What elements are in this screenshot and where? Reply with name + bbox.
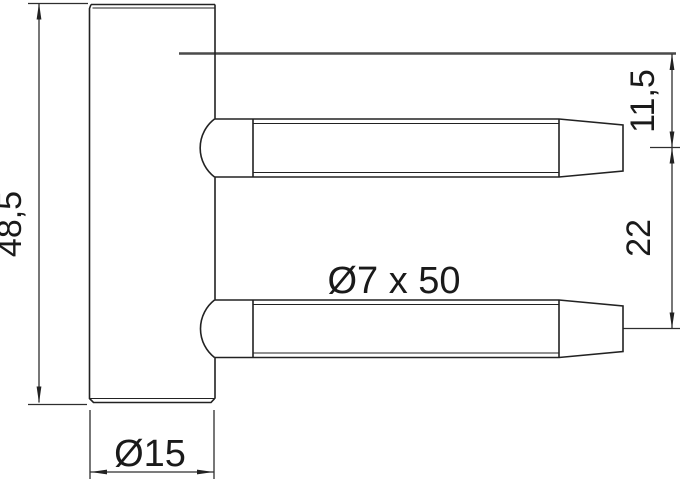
body-left-and-bottom-edge	[88, 4, 216, 404]
arrowhead-up-icon	[36, 3, 42, 20]
part-bottom-pin	[199, 299, 624, 359]
dimension-label-top-pin-offset: 11,5	[624, 69, 662, 133]
dimension-label-pin-spacing: 22	[620, 219, 658, 257]
dimension-top-pin-offset: 11,5	[624, 53, 680, 149]
arrowhead-left-icon	[90, 469, 107, 475]
pin-cap-arc	[199, 299, 215, 359]
arrowhead-up-icon	[669, 147, 675, 164]
dimension-body-diameter: Ø15	[89, 410, 215, 479]
pin-outline	[214, 118, 624, 178]
arrowhead-up-icon	[669, 53, 675, 70]
pin-cap-arc	[199, 118, 215, 178]
pin-inner-lines	[253, 122, 559, 174]
arrowhead-down-icon	[669, 312, 675, 329]
arrowhead-down-icon	[669, 131, 675, 148]
part-body	[88, 3, 216, 404]
arrowhead-down-icon	[36, 386, 42, 403]
dimension-body-height: 48,5	[0, 2, 88, 406]
dimension-label-pin-size: Ø7 x 50	[327, 260, 460, 302]
dimension-label-body-height: 48,5	[0, 191, 29, 257]
dimension-pin-spacing: 22	[620, 147, 680, 330]
arrowhead-right-icon	[197, 469, 214, 475]
pin-outline	[214, 299, 624, 359]
part-top-pin	[199, 118, 624, 178]
dimension-label-body-diameter: Ø15	[114, 433, 186, 475]
pin-inner-lines	[253, 303, 559, 354]
